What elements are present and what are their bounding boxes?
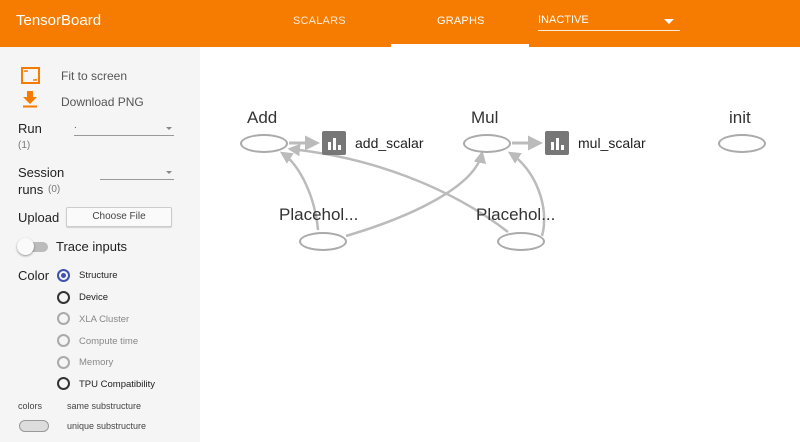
session-runs-count: (0): [48, 184, 61, 195]
session-runs-select[interactable]: [100, 167, 174, 180]
legend-unique-substructure: unique substructure: [67, 421, 147, 431]
edge-placeholder2-to-mul: [507, 151, 546, 237]
download-png-button[interactable]: Download PNG: [61, 95, 144, 109]
caret-down-icon: [166, 127, 172, 130]
radio-device[interactable]: [57, 291, 70, 304]
inactive-select-label: INACTIVE: [538, 14, 589, 26]
edge-placeholder1-to-add: [279, 151, 320, 231]
graph-canvas[interactable]: Add add_scalar Mul mul_scalar init Place…: [200, 47, 800, 442]
graph-edges: [279, 135, 546, 238]
run-count: (1): [18, 140, 31, 151]
run-select-value: .: [74, 120, 77, 131]
radio-tpu-compatibility-label: TPU Compatibility: [79, 379, 156, 390]
graph-controls-sidebar: Fit to screen Download PNG Run (1) . Ses…: [0, 47, 200, 442]
radio-compute-time-label: Compute time: [79, 336, 139, 347]
radio-xla-cluster-label: XLA Cluster: [79, 314, 130, 325]
session-runs-label-line2: runs: [18, 182, 44, 197]
run-select[interactable]: .: [74, 120, 174, 136]
node-add-scalar-label: add_scalar: [355, 135, 424, 151]
bar-chart-icon[interactable]: [322, 131, 346, 155]
edge-placeholder2-to-add: [287, 143, 509, 233]
node-mul-scalar-label: mul_scalar: [578, 135, 646, 151]
edge-placeholder1-to-mul: [345, 150, 487, 238]
legend-colors-label: colors: [18, 401, 43, 411]
node-add[interactable]: [240, 134, 288, 153]
node-placeholder2-title: Placehol...: [476, 205, 556, 224]
radio-structure[interactable]: [57, 269, 70, 282]
node-placeholder1[interactable]: [299, 232, 347, 251]
tab-graphs[interactable]: GRAPHS: [437, 15, 485, 27]
app-title: TensorBoard: [16, 12, 102, 29]
caret-down-icon: [664, 19, 674, 24]
node-init-title: init: [729, 108, 751, 127]
radio-device-label: Device: [79, 292, 109, 303]
bar-chart-icon[interactable]: [545, 131, 569, 155]
radio-structure-label: Structure: [79, 270, 118, 281]
active-tab-indicator: [391, 44, 529, 47]
top-app-bar: TensorBoard SCALARS GRAPHS INACTIVE: [0, 0, 800, 47]
node-mul[interactable]: [463, 134, 511, 153]
node-placeholder2[interactable]: [497, 232, 545, 251]
legend-unique-swatch: [19, 420, 49, 432]
choose-file-button[interactable]: Choose File: [66, 207, 172, 227]
trace-inputs-toggle[interactable]: [20, 242, 48, 252]
trace-inputs-label: Trace inputs: [56, 239, 128, 254]
upload-label: Upload: [18, 210, 60, 225]
radio-memory: [57, 356, 70, 369]
fit-to-screen-button[interactable]: Fit to screen: [61, 69, 128, 83]
node-init[interactable]: [718, 134, 766, 153]
run-label: Run: [18, 121, 42, 136]
download-icon[interactable]: [22, 91, 38, 108]
color-label: Color: [18, 268, 50, 283]
radio-tpu-compatibility[interactable]: [57, 377, 70, 390]
caret-down-icon: [166, 171, 172, 174]
node-mul-title: Mul: [471, 108, 499, 127]
tab-scalars[interactable]: SCALARS: [293, 15, 346, 27]
node-placeholder1-title: Placehol...: [279, 205, 359, 224]
node-add-title: Add: [247, 108, 278, 127]
radio-compute-time: [57, 334, 70, 347]
toggle-knob[interactable]: [17, 238, 34, 255]
session-runs-label-line1: Session: [18, 165, 65, 180]
radio-xla-cluster: [57, 312, 70, 325]
legend-same-substructure: same substructure: [67, 401, 142, 411]
fit-to-screen-icon[interactable]: [21, 67, 40, 84]
inactive-dashboards-select[interactable]: INACTIVE: [538, 14, 680, 31]
radio-memory-label: Memory: [79, 357, 114, 368]
